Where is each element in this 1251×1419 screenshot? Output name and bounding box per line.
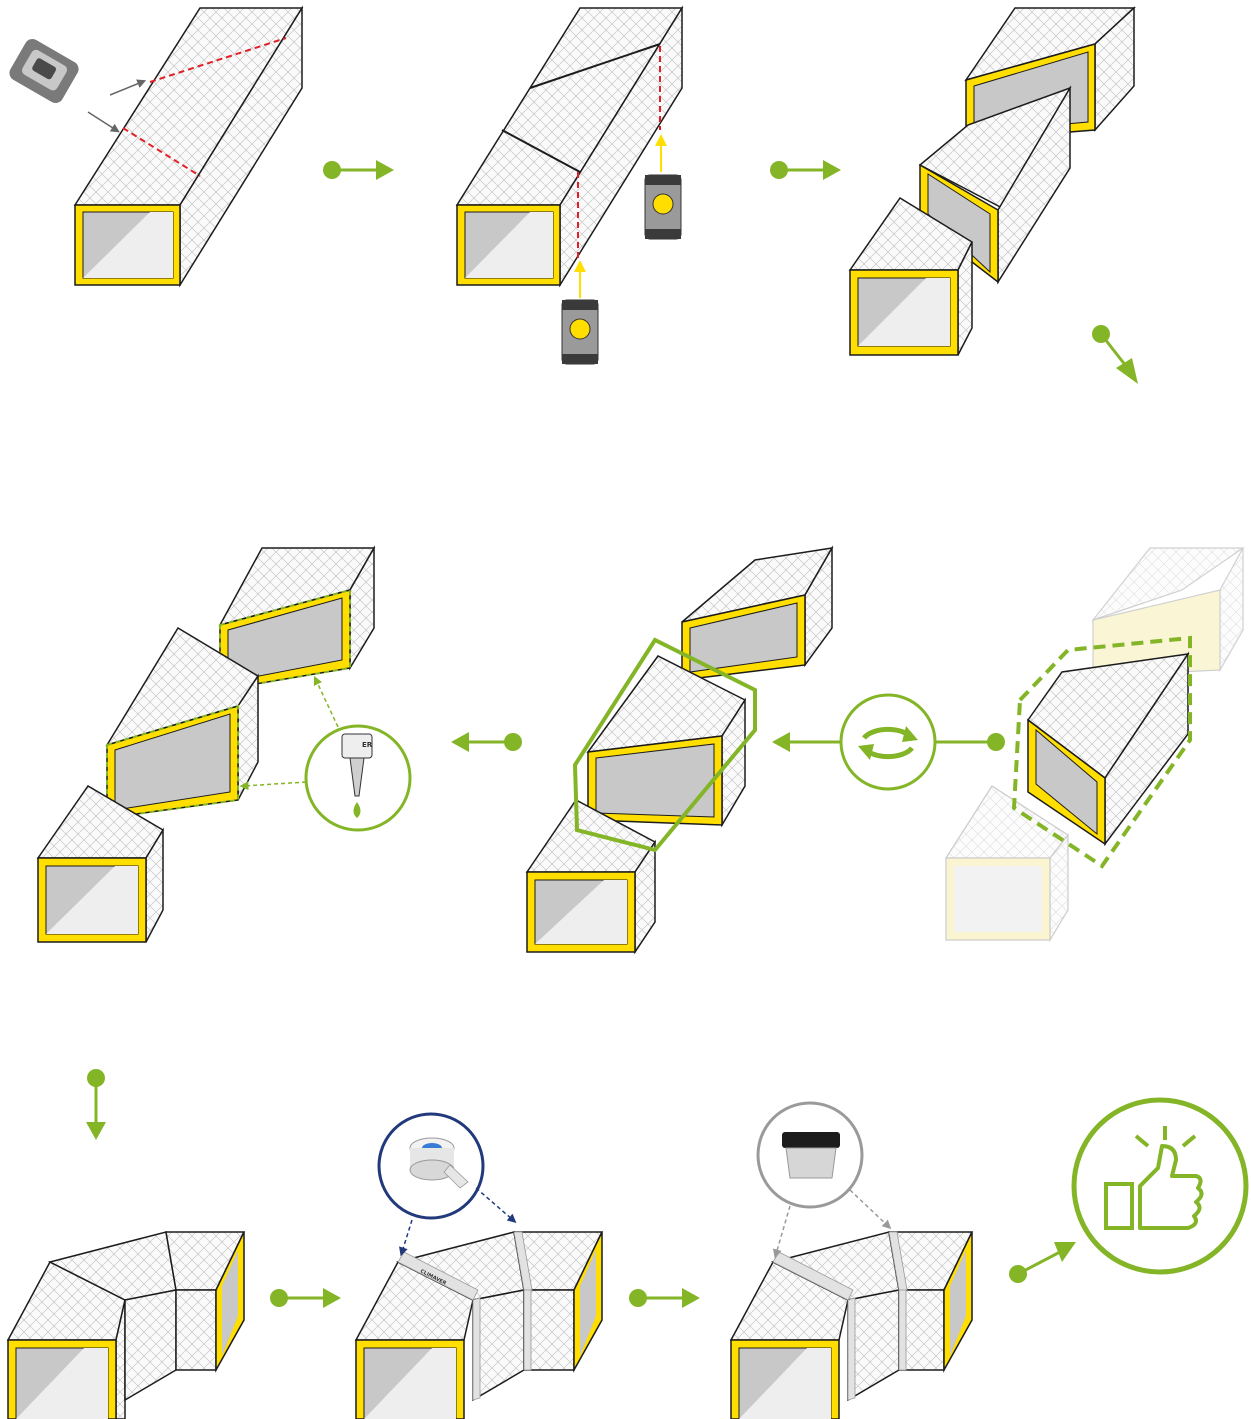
step4-ghost-bottom [946, 786, 1068, 940]
flow-arrow-7 [270, 1288, 341, 1308]
knife-pointer-upper [110, 82, 142, 95]
step9-sealed-elbow [731, 1232, 972, 1419]
glue-brand-label: ER [362, 741, 373, 749]
sealant-tub-icon [758, 1103, 888, 1254]
flow-arrow-3 [1092, 325, 1138, 384]
flow-arrow-8 [629, 1288, 700, 1308]
step1-duct [75, 8, 302, 285]
flow-arrow-4 [772, 695, 1005, 789]
flow-arrow-1 [323, 160, 394, 180]
flow-arrow-9 [1009, 1242, 1076, 1283]
flow-arrow-6 [86, 1069, 106, 1140]
flow-arrow-2 [770, 160, 841, 180]
tape-roll-icon [379, 1114, 513, 1252]
cutting-tool-icon [562, 266, 598, 364]
step7-elbow [8, 1232, 244, 1419]
rotate-icon [841, 695, 935, 789]
step8-taped-elbow: CLIMAVER [356, 1232, 602, 1419]
knife-pointer-lower [88, 112, 116, 130]
cutting-tool-icon [645, 140, 681, 239]
step5-assembly [527, 548, 832, 952]
duct-knife-icon [7, 36, 82, 106]
glue-dispenser-icon: ER [244, 680, 410, 830]
thumbs-up-icon [1074, 1100, 1246, 1272]
step2-duct [457, 8, 682, 285]
flow-arrow-5 [451, 732, 522, 752]
